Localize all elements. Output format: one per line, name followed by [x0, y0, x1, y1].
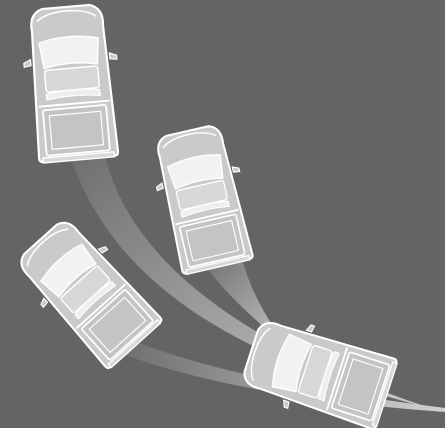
pickup-trucks-turning-diagram	[0, 0, 445, 428]
